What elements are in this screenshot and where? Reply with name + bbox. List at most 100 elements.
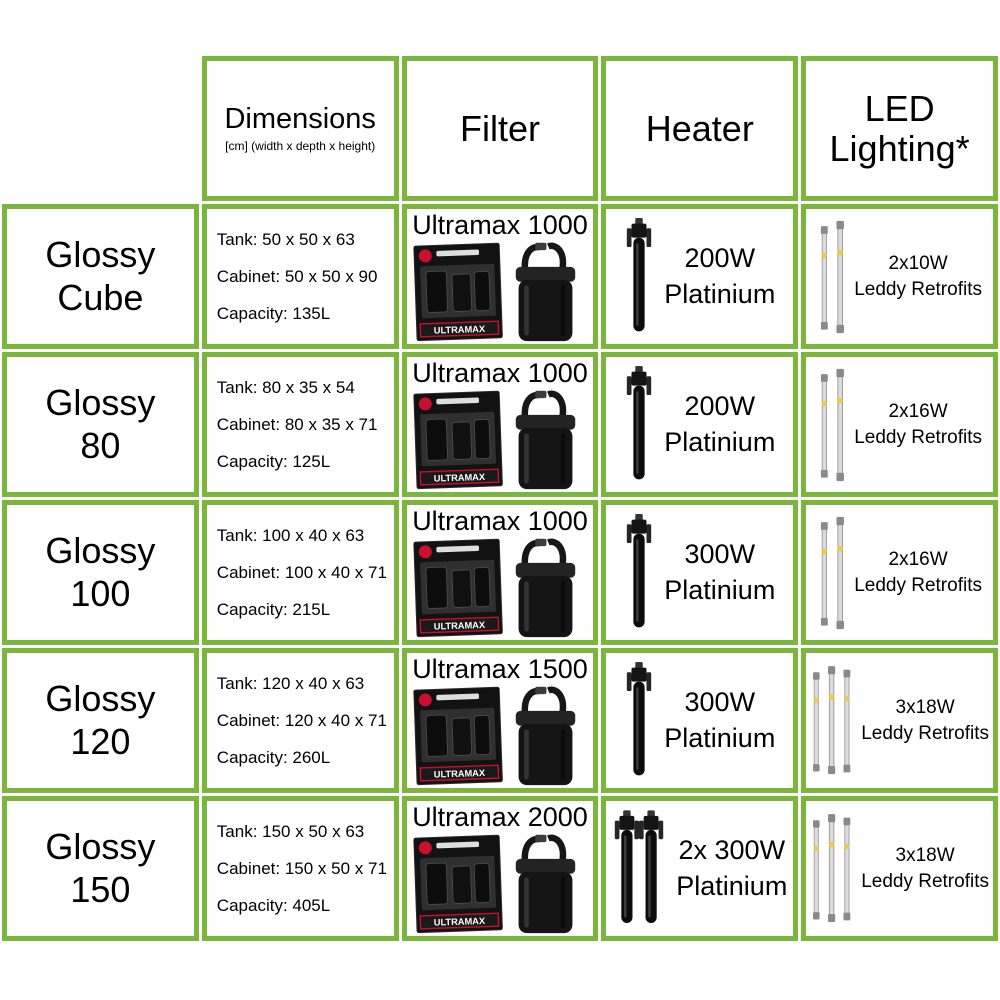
led-power: 3x18W xyxy=(895,844,955,866)
led-series: Leddy Retrofits xyxy=(854,278,982,300)
heater-power: 300W xyxy=(684,687,756,718)
cabinet-dimensions: Cabinet: 80 x 35 x 71 xyxy=(216,414,378,434)
header-dimensions-cell: Dimensions [cm] (width x depth x height) xyxy=(201,56,399,201)
header-filter-cell: Filter xyxy=(401,56,599,201)
capacity: Capacity: 260L xyxy=(216,747,331,767)
model-cell: Glossy 100 xyxy=(2,500,199,645)
model-cell: Glossy 80 xyxy=(2,352,199,497)
capacity: Capacity: 405L xyxy=(216,895,331,915)
dimensions-cell: Tank: 80 x 35 x 54 Cabinet: 80 x 35 x 71… xyxy=(201,352,399,497)
filter-product-image xyxy=(408,831,592,935)
dimensions-cell: Tank: 100 x 40 x 63 Cabinet: 100 x 40 x … xyxy=(201,500,399,645)
led-cell: 3x18W Leddy Retrofits xyxy=(801,796,998,941)
heater-power: 200W xyxy=(684,243,756,274)
capacity: Capacity: 135L xyxy=(216,303,331,323)
model-name-line2: 100 xyxy=(70,572,131,614)
dimensions-cell: Tank: 150 x 50 x 63 Cabinet: 150 x 50 x … xyxy=(201,796,399,941)
heater-cell: 200W Platinium xyxy=(601,204,799,349)
led-tubes-icon xyxy=(820,367,845,482)
heater-power: 2x 300W xyxy=(678,835,786,866)
model-name-line1: Glossy xyxy=(45,530,156,572)
led-label: 2x16W Leddy Retrofits xyxy=(854,547,982,598)
spec-table: Dimensions [cm] (width x depth x height)… xyxy=(2,56,998,941)
led-tubes-icon xyxy=(812,813,851,923)
led-series: Leddy Retrofits xyxy=(854,426,982,448)
led-tubes-icon xyxy=(820,219,845,334)
led-power: 2x16W xyxy=(888,400,948,422)
led-series: Leddy Retrofits xyxy=(861,870,989,892)
heater-label: 300W Platinium xyxy=(664,685,775,755)
filter-product-image xyxy=(408,387,592,491)
corner-spacer xyxy=(2,56,199,201)
header-heater-cell: Heater xyxy=(601,56,799,201)
heater-cell: 300W Platinium xyxy=(601,648,799,793)
filter-cell: Ultramax 1000 xyxy=(401,204,599,349)
heater-series: Platinium xyxy=(664,574,776,605)
led-tubes-icon xyxy=(820,515,845,630)
led-power: 2x10W xyxy=(888,252,948,274)
led-cell: 2x16W Leddy Retrofits xyxy=(801,352,998,497)
led-cell: 2x16W Leddy Retrofits xyxy=(801,500,998,645)
heater-series: Platinium xyxy=(676,870,788,901)
filter-product-image xyxy=(408,683,592,787)
model-name-line2: 80 xyxy=(80,424,121,466)
heater-cell: 2x 300W Platinium xyxy=(601,796,799,941)
led-cell: 2x10W Leddy Retrofits xyxy=(801,204,998,349)
cabinet-dimensions: Cabinet: 50 x 50 x 90 xyxy=(216,266,378,286)
model-cell: Glossy 120 xyxy=(2,648,199,793)
dimensions-cell: Tank: 50 x 50 x 63 Cabinet: 50 x 50 x 90… xyxy=(201,204,399,349)
tank-dimensions: Tank: 100 x 40 x 63 xyxy=(216,525,365,545)
heater-label: 200W Platinium xyxy=(664,241,775,311)
model-name-line2: 150 xyxy=(70,868,131,910)
led-series: Leddy Retrofits xyxy=(861,722,989,744)
heater-cell: 200W Platinium xyxy=(601,352,799,497)
led-label: 2x16W Leddy Retrofits xyxy=(854,399,982,450)
led-power: 3x18W xyxy=(895,696,955,718)
heater-icon xyxy=(627,661,652,775)
filter-model-label: Ultramax 1000 xyxy=(412,210,588,240)
heater-icon xyxy=(627,217,652,331)
heater-icon xyxy=(627,365,652,479)
filter-product-image xyxy=(408,535,592,639)
led-power: 2x16W xyxy=(888,548,948,570)
header-led-label-line1: LED xyxy=(864,87,935,129)
filter-product-image xyxy=(408,239,592,343)
filter-cell: Ultramax 2000 xyxy=(401,796,599,941)
model-name-line1: Glossy xyxy=(45,234,156,276)
heater-label: 300W Platinium xyxy=(664,537,775,607)
header-led-label-line2: Lighting* xyxy=(829,127,970,169)
filter-cell: Ultramax 1000 xyxy=(401,352,599,497)
led-cell: 3x18W Leddy Retrofits xyxy=(801,648,998,793)
model-name-line2: Cube xyxy=(57,276,144,318)
header-dimensions-subtitle: [cm] (width x depth x height) xyxy=(225,139,376,154)
filter-model-label: Ultramax 2000 xyxy=(412,802,588,832)
model-name-line1: Glossy xyxy=(45,826,156,868)
led-label: 3x18W Leddy Retrofits xyxy=(861,695,989,746)
model-cell: Glossy 150 xyxy=(2,796,199,941)
model-name-line1: Glossy xyxy=(45,382,156,424)
model-name-line1: Glossy xyxy=(45,678,156,720)
heater-cell: 300W Platinium xyxy=(601,500,799,645)
heater-label: 200W Platinium xyxy=(664,389,775,459)
cabinet-dimensions: Cabinet: 150 x 50 x 71 xyxy=(216,858,387,878)
cabinet-dimensions: Cabinet: 100 x 40 x 71 xyxy=(216,562,387,582)
header-filter-label: Filter xyxy=(459,107,540,149)
heater-power: 300W xyxy=(684,539,756,570)
led-label: 2x10W Leddy Retrofits xyxy=(854,251,982,302)
model-name-line2: 120 xyxy=(70,720,131,762)
filter-cell: Ultramax 1000 xyxy=(401,500,599,645)
heater-series: Platinium xyxy=(664,426,776,457)
header-heater-label: Heater xyxy=(645,107,754,149)
heater-power: 200W xyxy=(684,391,756,422)
header-dimensions-label: Dimensions xyxy=(224,102,376,135)
led-series: Leddy Retrofits xyxy=(854,574,982,596)
tank-dimensions: Tank: 50 x 50 x 63 xyxy=(216,229,355,249)
heater-series: Platinium xyxy=(664,722,776,753)
tank-dimensions: Tank: 80 x 35 x 54 xyxy=(216,377,355,397)
filter-cell: Ultramax 1500 xyxy=(401,648,599,793)
heater-series: Platinium xyxy=(664,278,776,309)
capacity: Capacity: 215L xyxy=(216,599,331,619)
led-label: 3x18W Leddy Retrofits xyxy=(861,843,989,894)
cabinet-dimensions: Cabinet: 120 x 40 x 71 xyxy=(216,710,387,730)
